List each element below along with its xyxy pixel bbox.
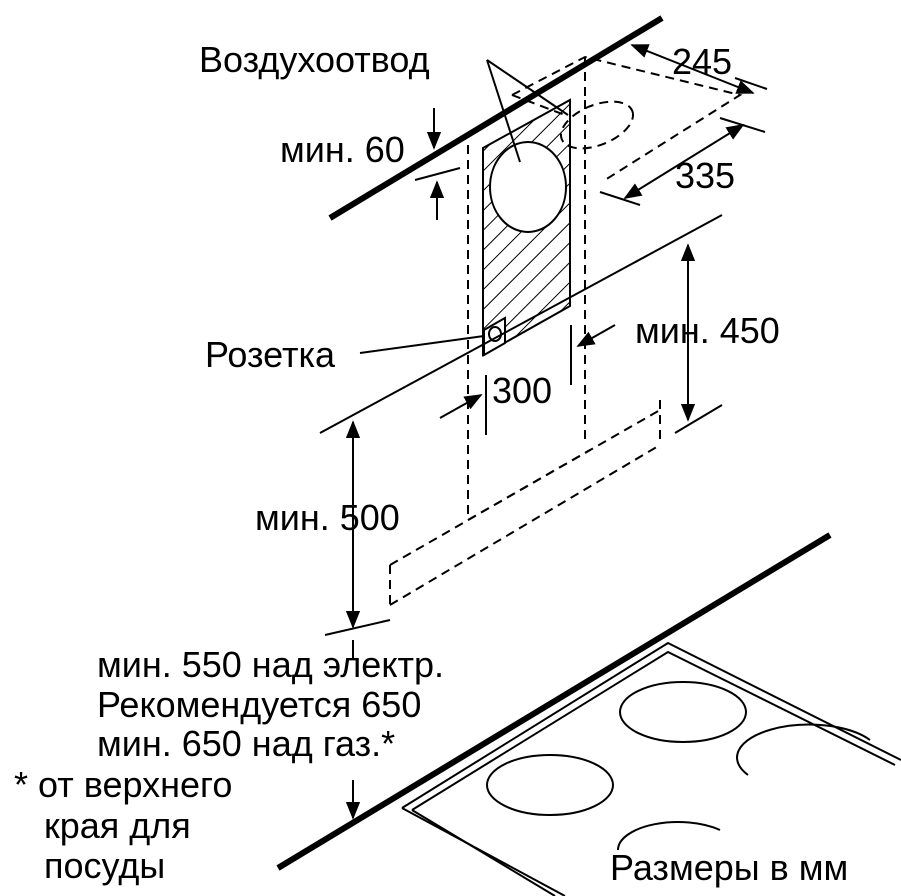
dim-335 — [599, 117, 766, 206]
footnote-line-1: * от верхнего — [14, 764, 233, 805]
footnote-line-3: посуды — [44, 845, 166, 886]
dim-300 — [439, 324, 616, 435]
units-label: Размеры в мм — [610, 847, 848, 888]
socket-label: Розетка — [205, 334, 336, 375]
dim-335-label: 335 — [675, 155, 735, 196]
note-min-650-gas: мин. 650 над газ.* — [97, 723, 396, 764]
hood-chimney-dashed — [389, 100, 661, 606]
reference-lines — [319, 214, 723, 434]
min-60-label: мин. 60 — [280, 129, 405, 170]
min-500-label: мин. 500 — [255, 497, 400, 538]
dim-300-label: 300 — [492, 370, 552, 411]
leader-lines — [359, 59, 569, 354]
air-outlet-label: Воздухоотвод — [199, 39, 430, 80]
ceiling-line — [328, 15, 664, 221]
note-recommended-650: Рекомендуется 650 — [97, 684, 422, 725]
footnote-line-2: края для — [44, 805, 191, 846]
min-450-label: мин. 450 — [635, 310, 780, 351]
note-min-550-electric: мин. 550 над электр. — [97, 644, 444, 685]
dim-245 — [630, 44, 768, 94]
cooktop — [276, 532, 901, 896]
dim-60 — [414, 108, 461, 220]
air-outlet-plate — [482, 98, 571, 357]
dim-min-500 — [324, 420, 391, 660]
dim-245-label: 245 — [672, 41, 732, 82]
